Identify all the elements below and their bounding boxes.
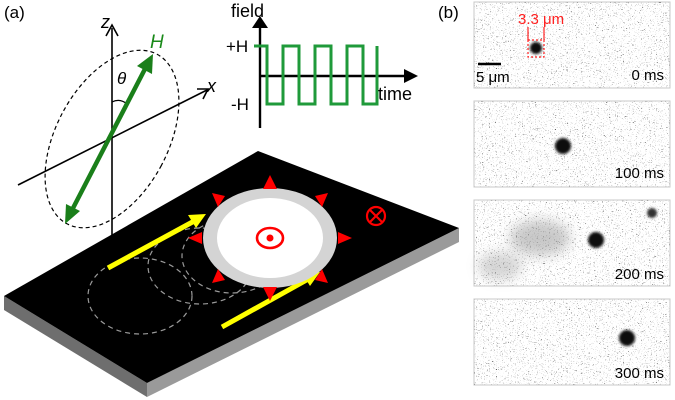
microscopy-frame-300ms: 300 ms xyxy=(473,298,671,386)
frame-time-label: 300 ms xyxy=(615,365,664,382)
frame-time-label: 200 ms xyxy=(615,266,664,283)
z-axis-arrowhead xyxy=(105,23,119,37)
skyrmion-center-dot-icon xyxy=(266,234,274,242)
waveform-y-label: field xyxy=(231,1,264,21)
panel-a: (a) z x H θ field +H -H tim xyxy=(4,1,459,397)
field-waveform-plot: field +H -H time xyxy=(226,1,418,128)
film-front xyxy=(147,228,459,397)
z-axis-label: z xyxy=(100,12,110,32)
angle-label: θ xyxy=(117,69,127,88)
waveform-minus-label: -H xyxy=(231,95,249,114)
background-speck xyxy=(647,208,657,218)
frame-time-label: 0 ms xyxy=(631,67,664,84)
field-vector-head-top xyxy=(137,54,153,74)
spin-arrow-ne xyxy=(315,193,328,207)
spin-arrow-nw xyxy=(212,193,225,207)
drift-arrow-lower xyxy=(220,274,314,330)
drift-arrow-upper-head xyxy=(188,214,206,228)
x-axis xyxy=(17,89,208,186)
waveform-plus-label: +H xyxy=(226,37,248,56)
precession-ellipse xyxy=(44,49,180,229)
coordinate-sketch: z x H θ xyxy=(17,12,217,244)
panel-b: (b) 3.3 μm 5 μm 0 ms 100 ms xyxy=(438,1,671,386)
square-wave xyxy=(254,44,379,106)
spin-arrow-sw xyxy=(212,269,225,283)
into-page-symbol-icon xyxy=(365,205,387,227)
x-axis-arrowhead xyxy=(197,88,210,100)
spin-arrow-se xyxy=(315,269,328,283)
skyrmion-spot xyxy=(588,232,604,248)
waveform-y-arrowhead xyxy=(252,16,268,28)
waveform-x-arrowhead xyxy=(404,69,418,83)
spin-arrow-s xyxy=(263,287,277,301)
field-vector-head-bottom xyxy=(65,204,80,224)
skyrmion-spot xyxy=(619,330,635,346)
background-domain-haze xyxy=(478,252,522,280)
scale-bar-label: 5 μm xyxy=(476,69,510,86)
microscopy-frame-200ms: 200 ms xyxy=(473,199,671,287)
x-axis-label: x xyxy=(206,76,217,96)
field-vector xyxy=(69,65,148,214)
microscopy-frame-0ms: 3.3 μm 5 μm 0 ms xyxy=(473,1,671,89)
skyrmion-size-label: 3.3 μm xyxy=(518,11,564,28)
skyrmion-spot xyxy=(530,42,542,54)
film-side xyxy=(4,296,147,397)
drift-arrow-upper xyxy=(106,216,200,271)
skyrmion xyxy=(188,175,352,301)
spin-arrow-w xyxy=(188,232,202,244)
waveform-x-label: time xyxy=(378,84,412,104)
size-marker-box xyxy=(527,39,545,58)
microscopy-frame-100ms: 100 ms xyxy=(473,100,671,188)
skyrmion-spot xyxy=(555,138,571,154)
panel-b-label: (b) xyxy=(438,3,459,22)
spin-arrow-n xyxy=(263,175,277,189)
skyrmion-center-ring xyxy=(255,226,285,250)
panel-a-label: (a) xyxy=(4,3,25,22)
film-schematic xyxy=(4,151,459,397)
field-vector-label: H xyxy=(150,32,164,53)
frame-time-label: 100 ms xyxy=(615,165,664,182)
skyrmion-trace-1 xyxy=(87,257,193,335)
spin-arrow-e xyxy=(338,232,352,244)
background-domain-haze xyxy=(510,220,570,256)
